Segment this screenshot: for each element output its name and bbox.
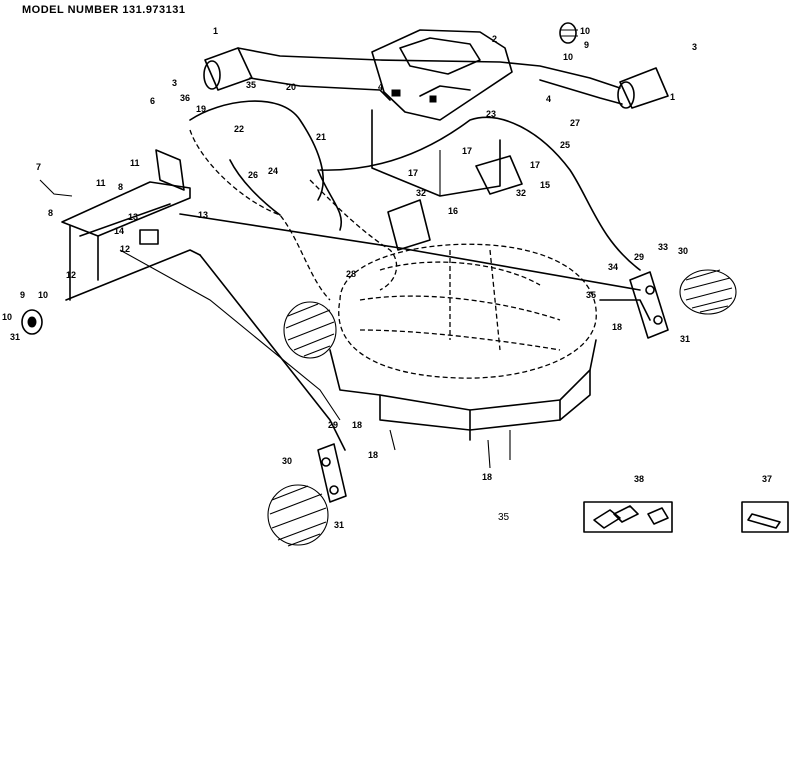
callout-label: 13 bbox=[128, 212, 138, 222]
right-rear-bracket bbox=[629, 271, 669, 339]
callout-label: 31 bbox=[10, 332, 20, 342]
throttle-cable bbox=[319, 116, 641, 271]
left-handle-grip bbox=[203, 47, 253, 91]
callout-label: 3 bbox=[172, 78, 177, 88]
callout-label: 12 bbox=[66, 270, 76, 280]
spring-part bbox=[559, 22, 578, 44]
callout-label: 13 bbox=[198, 210, 208, 220]
callout-label: 31 bbox=[680, 334, 690, 344]
callout-label: 16 bbox=[448, 206, 458, 216]
model-number-title: MODEL NUMBER 131.973131 bbox=[22, 4, 186, 16]
callout-label: 9 bbox=[20, 290, 25, 300]
right-handle-grip bbox=[617, 67, 669, 109]
callout-label: 34 bbox=[608, 262, 618, 272]
callout-label: 37 bbox=[762, 474, 772, 484]
front-axle bbox=[61, 181, 341, 421]
callout-label: 15 bbox=[540, 180, 550, 190]
callout-label: 6 bbox=[150, 96, 155, 106]
callout-label: 24 bbox=[268, 166, 278, 176]
callout-label: 21 bbox=[316, 132, 326, 142]
parts-box-37 bbox=[741, 501, 789, 533]
callout-label: 12 bbox=[120, 244, 130, 254]
mower-deck bbox=[329, 243, 597, 441]
callout-label: 38 bbox=[634, 474, 644, 484]
callout-label: 32 bbox=[516, 188, 526, 198]
callout-label: 35 bbox=[586, 290, 596, 300]
callout-label: 11 bbox=[96, 178, 106, 188]
callout-label: 10 bbox=[563, 52, 573, 62]
callout-label: 17 bbox=[462, 146, 472, 156]
callout-label: 18 bbox=[368, 450, 378, 460]
callout-label: 35 bbox=[246, 80, 256, 90]
callout-label: 3 bbox=[692, 42, 697, 52]
callout-label: 10 bbox=[580, 26, 590, 36]
control-housing bbox=[371, 29, 513, 121]
callout-label: 29 bbox=[634, 252, 644, 262]
callout-label: 18 bbox=[352, 420, 362, 430]
callout-label: 1 bbox=[670, 92, 675, 102]
callout-label: 17 bbox=[530, 160, 540, 170]
callout-label: 17 bbox=[408, 168, 418, 178]
callout-label: 11 bbox=[130, 158, 140, 168]
callout-label: 23 bbox=[486, 109, 496, 119]
left-rear-bracket bbox=[317, 443, 347, 503]
callout-label: 8 bbox=[48, 208, 53, 218]
left-front-wheel bbox=[283, 301, 337, 359]
callout-label: 31 bbox=[334, 520, 344, 530]
callout-label: 18 bbox=[612, 322, 622, 332]
callout-label: 27 bbox=[570, 118, 580, 128]
callout-label: 19 bbox=[196, 104, 206, 114]
callout-label: 28 bbox=[346, 269, 356, 279]
callout-label: 4 bbox=[378, 82, 383, 92]
right-rear-wheel bbox=[679, 269, 737, 315]
callout-label: 9 bbox=[584, 40, 589, 50]
callout-label: 10 bbox=[38, 290, 48, 300]
callout-label: 8 bbox=[118, 182, 123, 192]
parts-box-38 bbox=[583, 501, 673, 533]
callout-labels: 1 2 3 3 4 4 1 10 9 10 35 20 36 19 22 21 … bbox=[2, 26, 772, 530]
callout-label: 7 bbox=[36, 162, 41, 172]
callout-label: 26 bbox=[248, 170, 258, 180]
upper-handle bbox=[237, 47, 621, 89]
callout-label: 25 bbox=[560, 140, 570, 150]
center-bracket bbox=[387, 155, 523, 251]
callout-label: 14 bbox=[114, 226, 124, 236]
callout-label: 30 bbox=[282, 456, 292, 466]
left-rear-wheel bbox=[267, 484, 329, 547]
callout-label: 2 bbox=[492, 34, 497, 44]
left-front-wheel-hub bbox=[21, 309, 43, 335]
callout-label: 30 bbox=[678, 246, 688, 256]
callout-label: 33 bbox=[658, 242, 668, 252]
height-adjust-bracket bbox=[139, 149, 185, 245]
page-number: 35 bbox=[498, 512, 510, 523]
callout-label: 10 bbox=[2, 312, 12, 322]
callout-label: 36 bbox=[180, 93, 190, 103]
callout-label: 29 bbox=[328, 420, 338, 430]
callout-label: 20 bbox=[286, 82, 296, 92]
callout-label: 18 bbox=[482, 472, 492, 482]
callout-label: 1 bbox=[213, 26, 218, 36]
callout-label: 32 bbox=[416, 188, 426, 198]
callout-label: 4 bbox=[546, 94, 551, 104]
callout-label: 22 bbox=[234, 124, 244, 134]
